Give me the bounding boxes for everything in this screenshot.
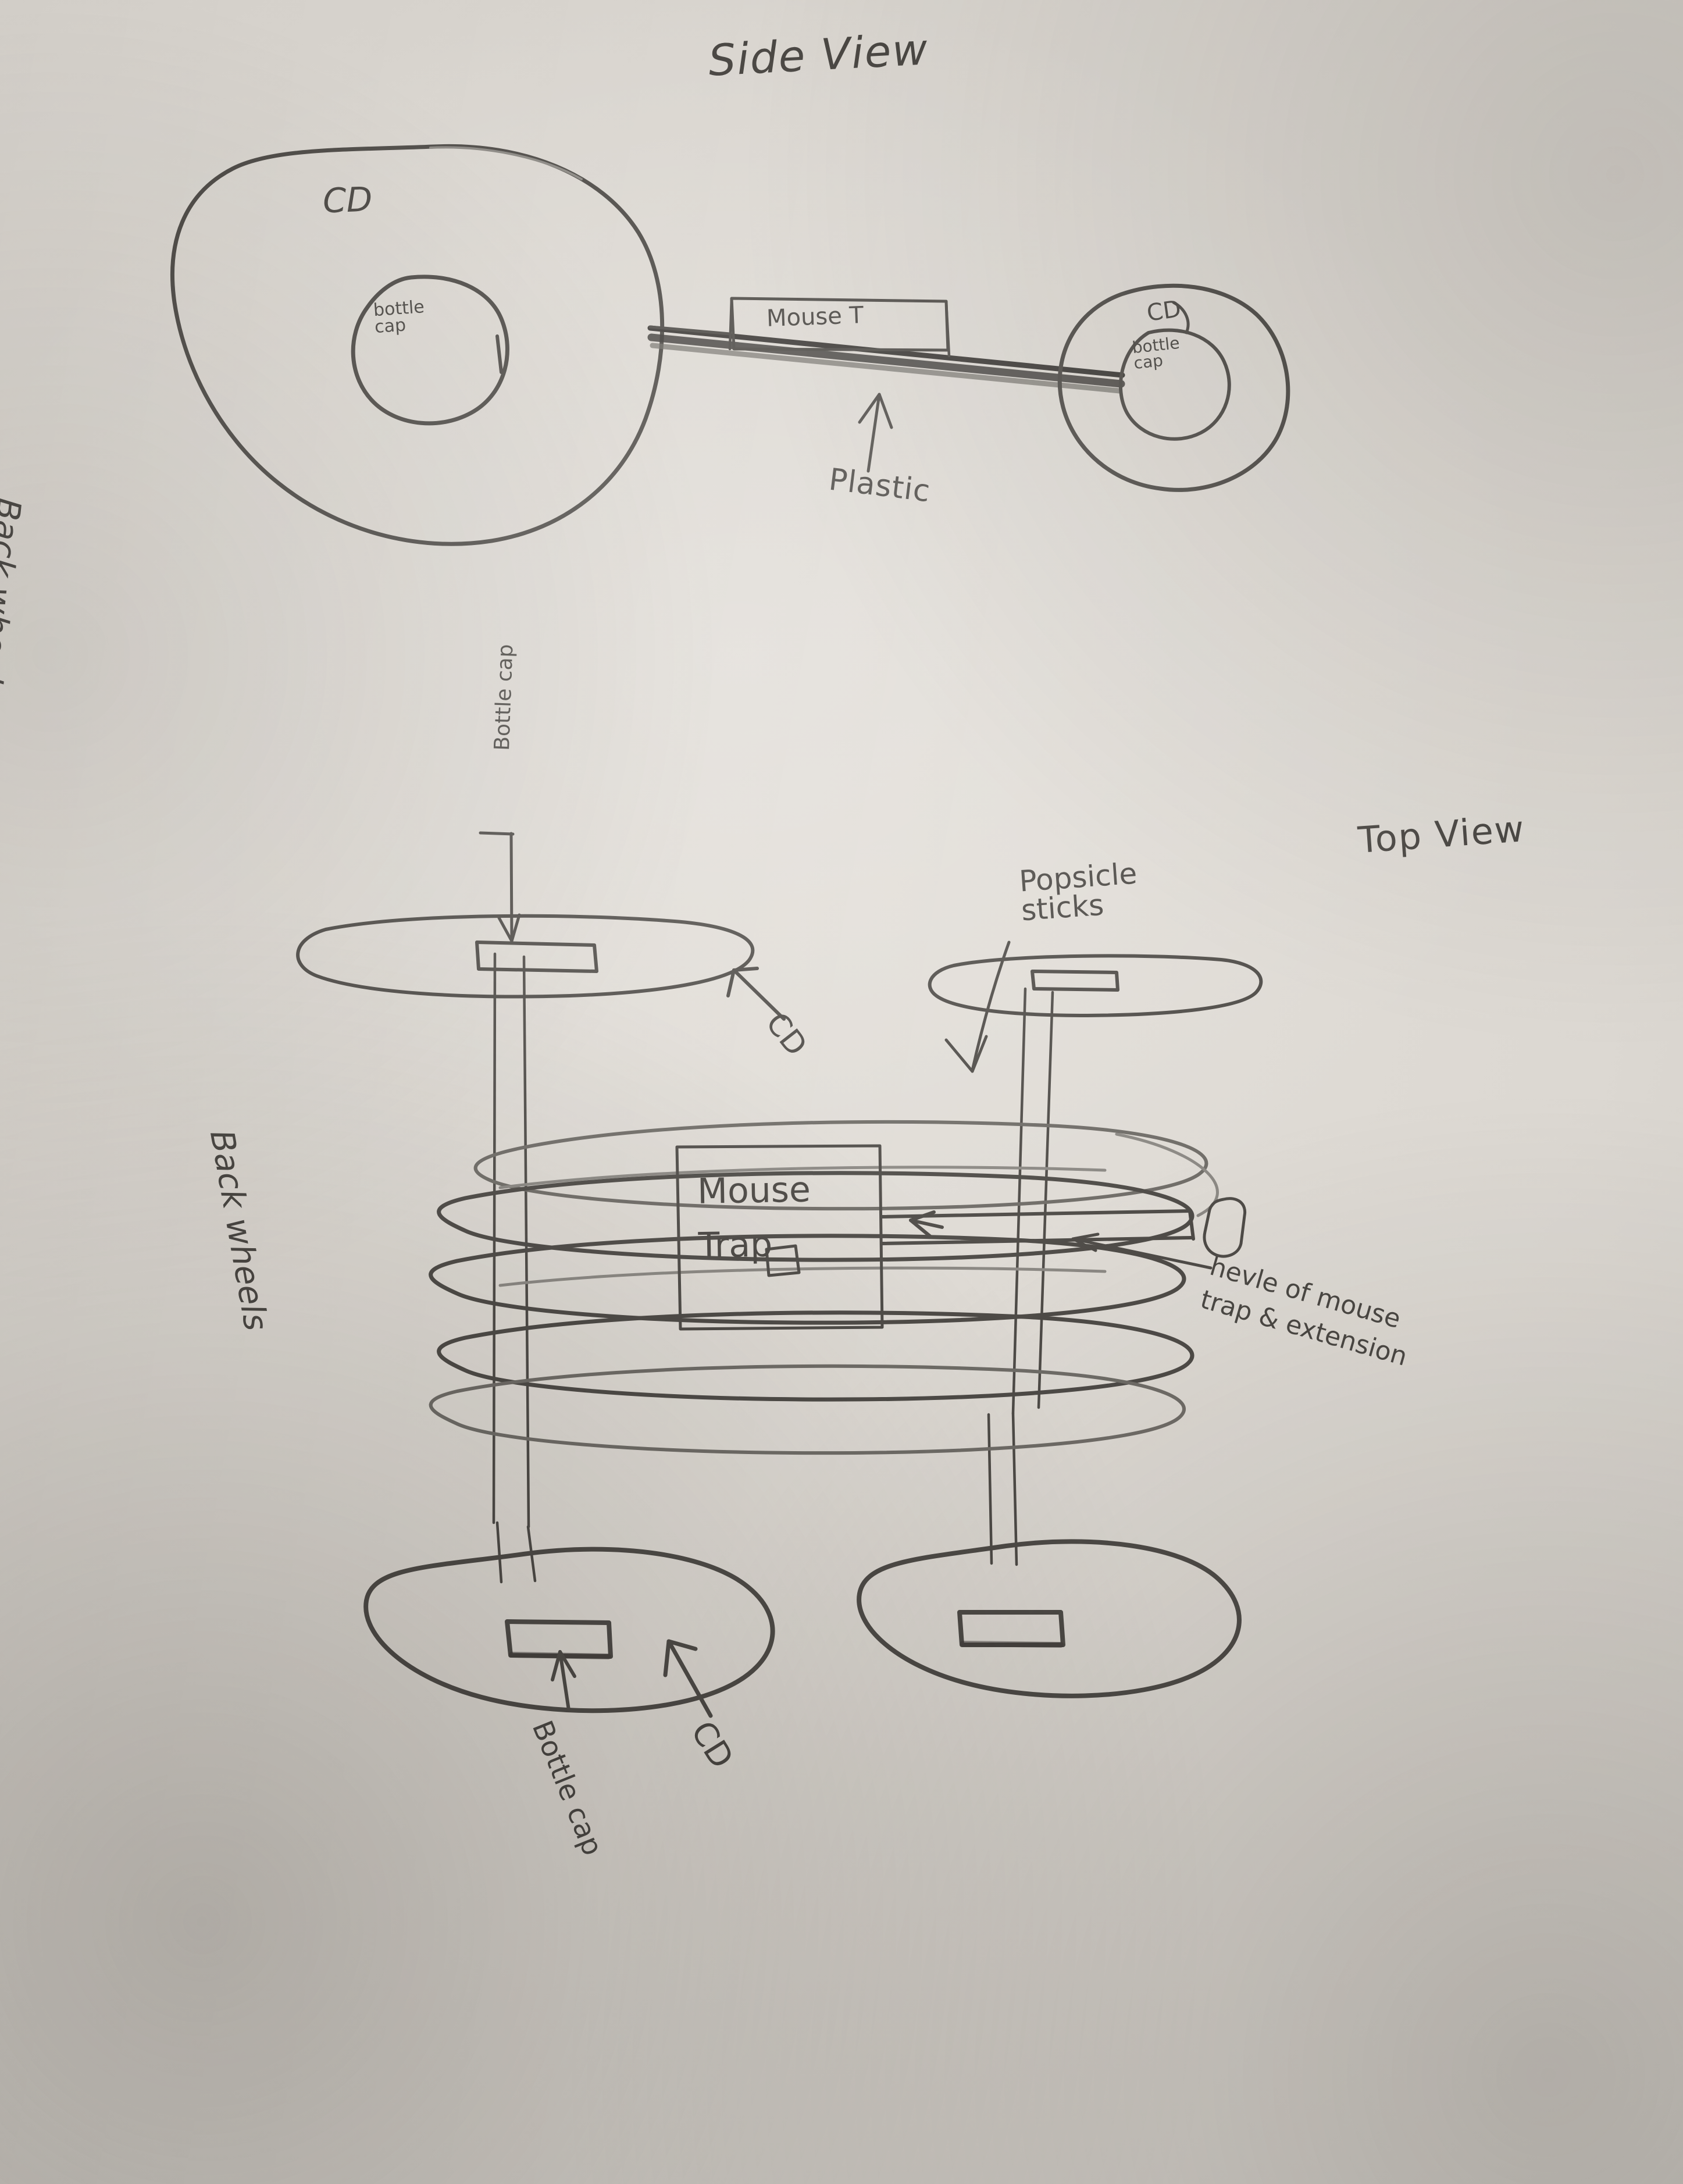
rear-cap-leader bbox=[551, 1650, 576, 1712]
popsicle-sticks-arrow bbox=[944, 940, 1011, 1073]
top-view-mousetrap-label: Mouse Trap bbox=[697, 1169, 811, 1266]
extension-note-leader bbox=[1071, 1232, 1213, 1270]
side-view-big-cd-wheel bbox=[170, 144, 665, 546]
side-view-big-cd-label: CD bbox=[322, 179, 373, 221]
side-view-big-cap-label: bottle cap bbox=[372, 297, 425, 337]
top-view-rear-left-wheel bbox=[363, 1547, 775, 1713]
top-view-mousetrap-box bbox=[675, 1144, 884, 1331]
top-view-front-left-wheel bbox=[296, 914, 755, 999]
top-view-rear-right-wheel bbox=[857, 1539, 1242, 1698]
side-view-big-cap-hub bbox=[351, 275, 509, 426]
side-view-mousetrap-box bbox=[728, 297, 951, 358]
side-view-mousetrap-label: Mouse T bbox=[766, 302, 864, 332]
side-view-small-cd-wheel bbox=[1057, 283, 1290, 492]
top-view-axle-rails bbox=[492, 952, 1054, 1584]
side-view-plastic-chassis-bar bbox=[647, 325, 1125, 394]
top-view-front-cd-leader bbox=[726, 967, 786, 1021]
side-view-small-cd-label: CD bbox=[1145, 295, 1183, 327]
plastic-label-arrow bbox=[858, 393, 893, 473]
rear-cd-leader bbox=[663, 1639, 713, 1718]
top-view-front-cap-label: Bottle cap bbox=[490, 643, 518, 751]
top-view-extension-arm bbox=[880, 1197, 1247, 1258]
top-view-front-right-wheel bbox=[928, 954, 1263, 1017]
top-view-front-cap-leader bbox=[479, 831, 521, 943]
